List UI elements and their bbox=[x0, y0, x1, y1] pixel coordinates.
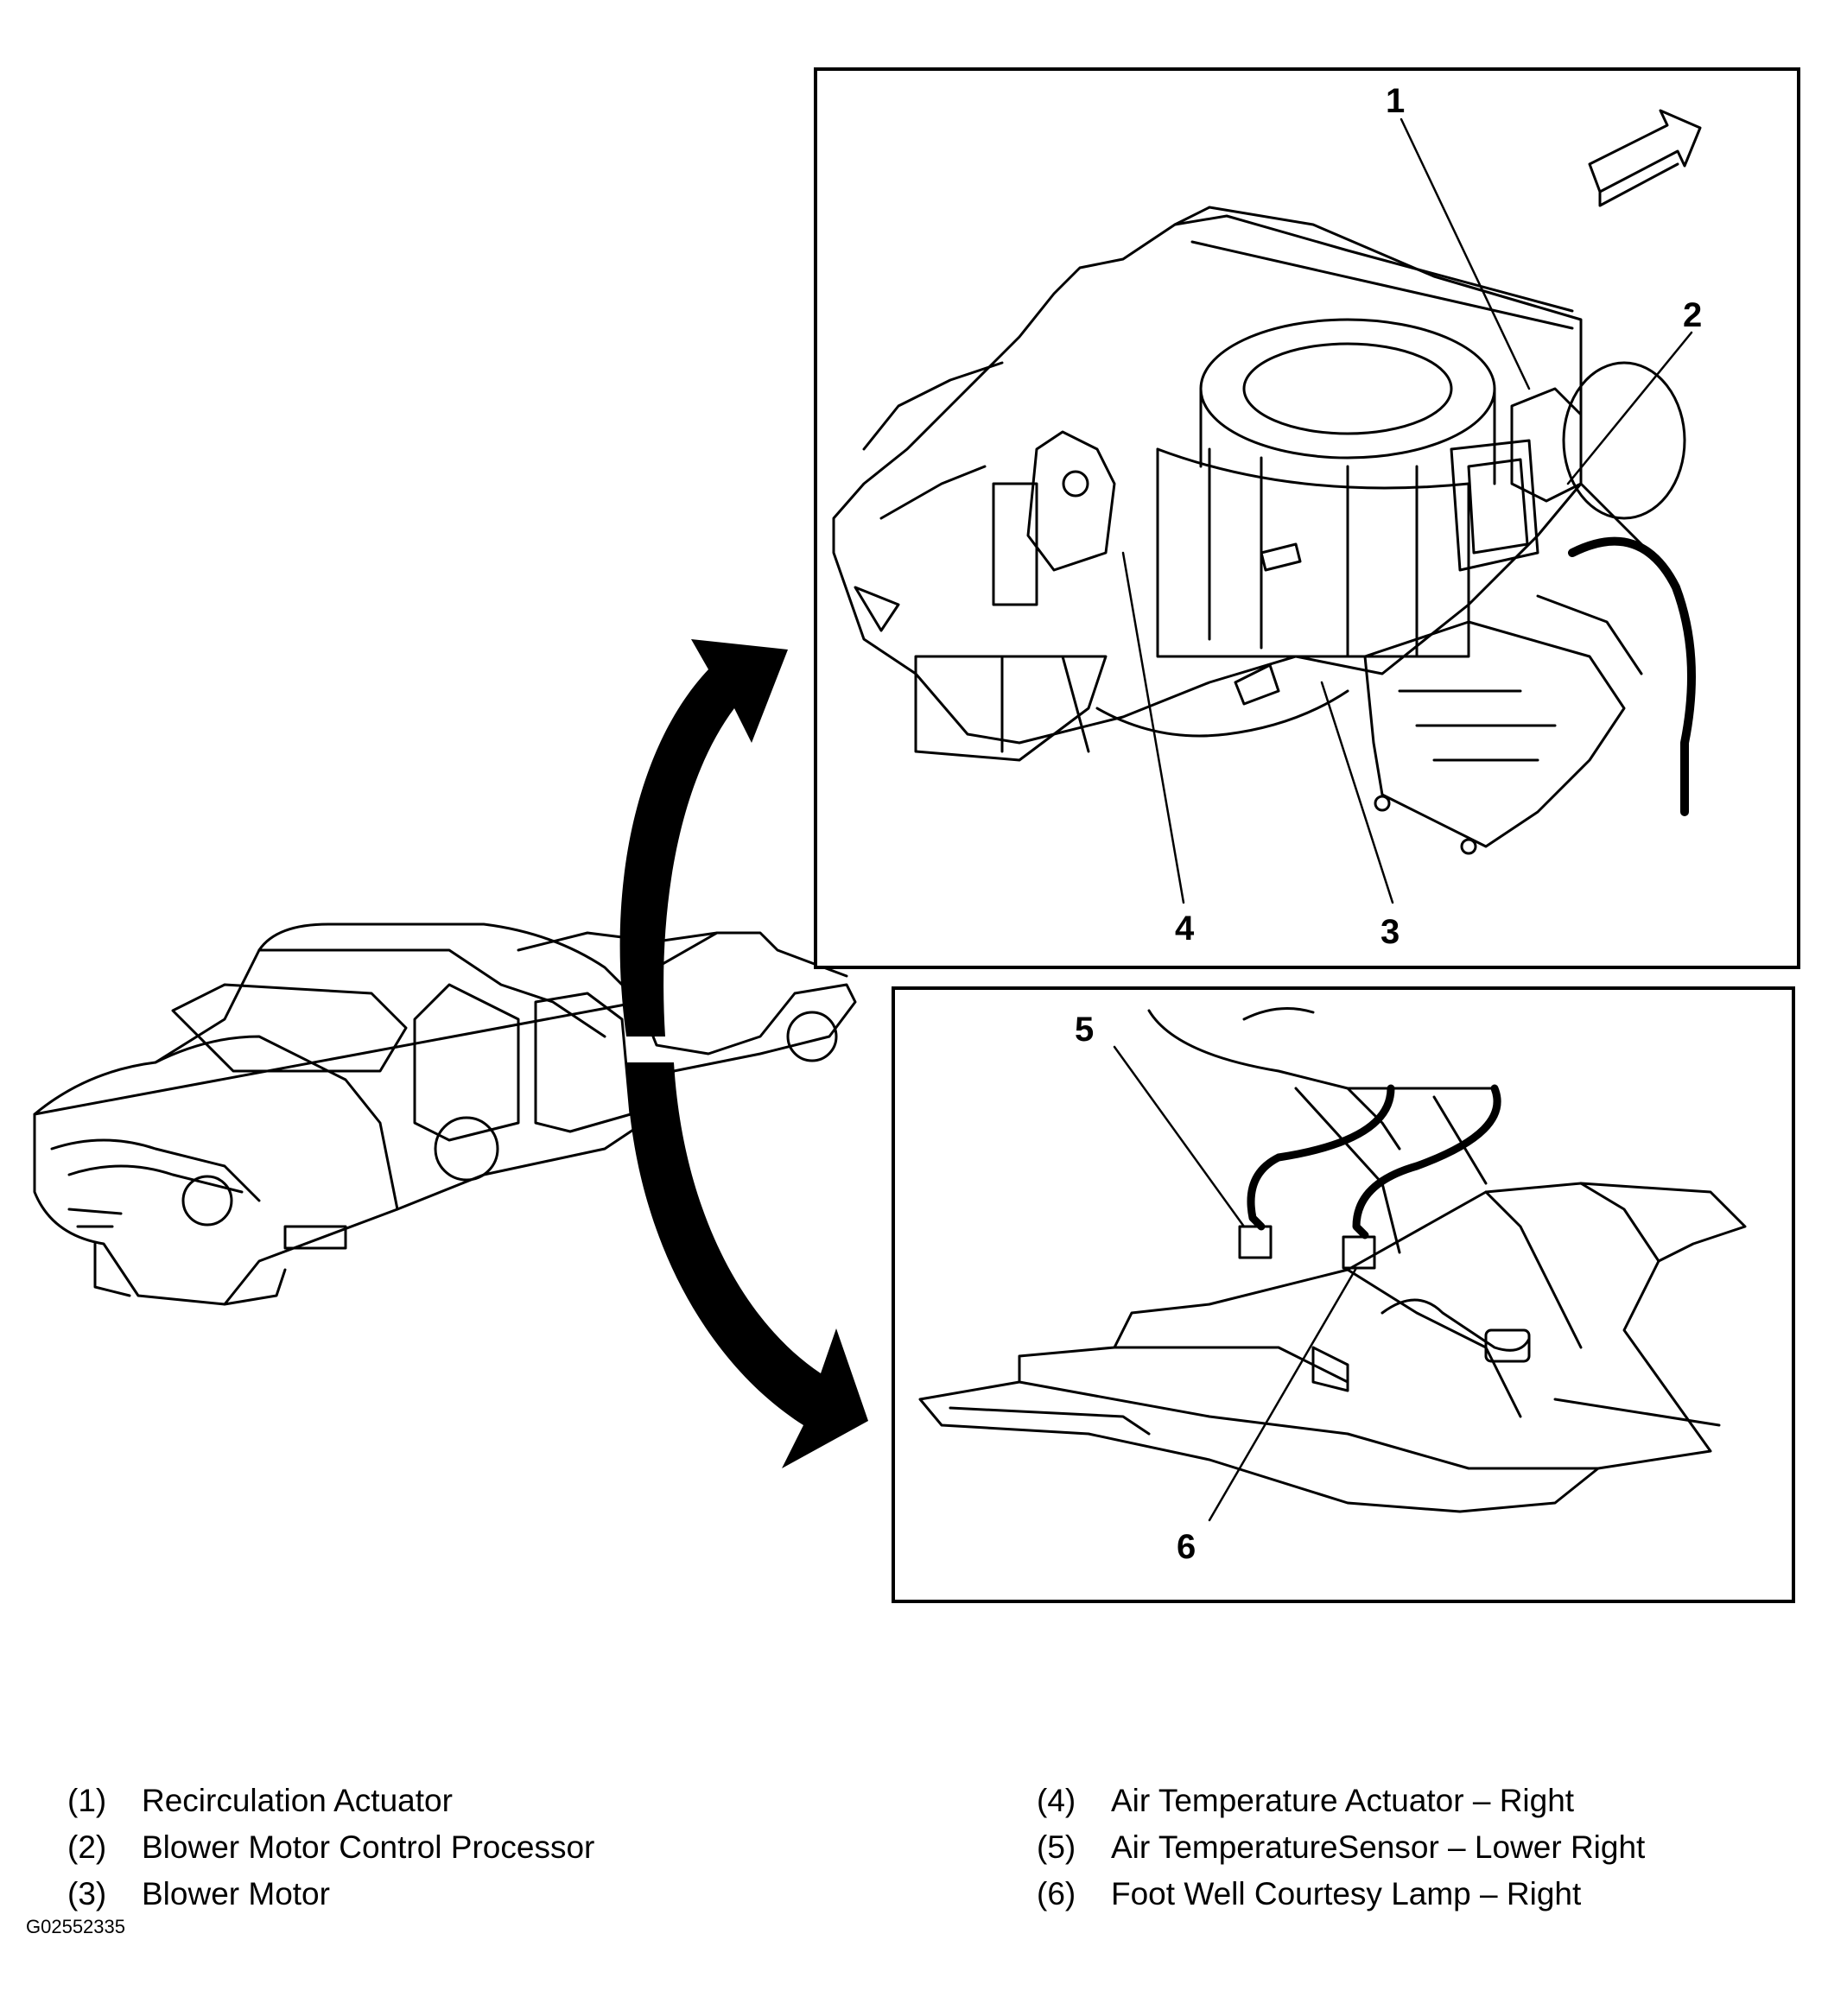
callout-5: 5 bbox=[1075, 1011, 1094, 1049]
legend-number: (3) bbox=[67, 1876, 107, 1911]
footwell-illustration bbox=[918, 1007, 1747, 1522]
legend-right-column: (4) Air Temperature Actuator – Right (5) A… bbox=[1037, 1778, 1645, 1918]
callout-6: 6 bbox=[1177, 1528, 1196, 1566]
legend-label: Air Temperature Actuator – Right bbox=[1111, 1783, 1575, 1818]
legend-number: (5) bbox=[1037, 1829, 1076, 1865]
legend-label: Recirculation Actuator bbox=[142, 1783, 453, 1818]
legend-item-2: (2) Blower Motor Control Processor bbox=[67, 1824, 594, 1871]
curved-arrow-up-icon bbox=[619, 639, 788, 1037]
callout-1: 1 bbox=[1386, 82, 1405, 120]
legend-label: Blower Motor Control Processor bbox=[142, 1829, 595, 1865]
legend-number: (6) bbox=[1037, 1876, 1076, 1911]
legend-item-5: (5) Air TemperatureSensor – Lower Right bbox=[1037, 1824, 1645, 1871]
legend-item-3: (3) Blower Motor bbox=[67, 1871, 594, 1918]
lower-detail-panel bbox=[892, 986, 1795, 1603]
legend-label: Foot Well Courtesy Lamp – Right bbox=[1111, 1876, 1582, 1911]
legend-left-column: (1) Recirculation Actuator (2) Blower Moto… bbox=[67, 1778, 594, 1918]
vehicle-body-illustration bbox=[33, 922, 857, 1306]
legend-label: Blower Motor bbox=[142, 1876, 330, 1911]
callout-2: 2 bbox=[1683, 296, 1702, 334]
upper-detail-panel bbox=[814, 67, 1800, 969]
callout-3: 3 bbox=[1381, 913, 1400, 951]
direction-arrow-icon bbox=[1588, 109, 1702, 193]
legend-number: (4) bbox=[1037, 1783, 1076, 1818]
legend-number: (1) bbox=[67, 1783, 107, 1818]
legend-item-1: (1) Recirculation Actuator bbox=[67, 1778, 594, 1824]
legend-item-4: (4) Air Temperature Actuator – Right bbox=[1037, 1778, 1645, 1824]
hvac-module-illustration bbox=[832, 109, 1702, 904]
callout-4: 4 bbox=[1175, 910, 1195, 948]
legend-label: Air TemperatureSensor – Lower Right bbox=[1111, 1829, 1646, 1865]
legend-item-6: (6) Foot Well Courtesy Lamp – Right bbox=[1037, 1871, 1645, 1918]
curved-arrow-down-icon bbox=[626, 1062, 868, 1468]
legend-number: (2) bbox=[67, 1829, 107, 1865]
figure-id: G02552335 bbox=[26, 1916, 125, 1937]
